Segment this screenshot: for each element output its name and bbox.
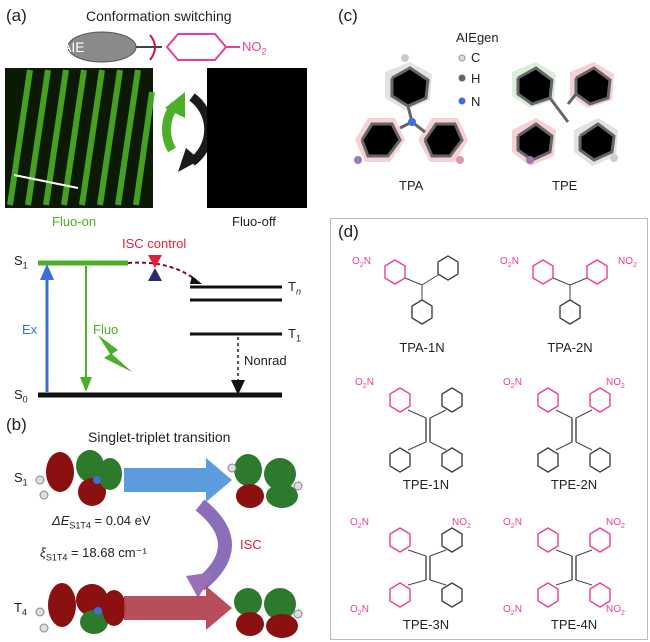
singlet-triplet-title: Singlet-triplet transition bbox=[88, 429, 231, 445]
aie-label: AIE bbox=[62, 39, 85, 55]
s0-label: S0 bbox=[14, 387, 28, 405]
rotation-arrow bbox=[149, 34, 156, 61]
ex-arrow bbox=[40, 264, 54, 280]
d-no2-label: O2N bbox=[350, 604, 369, 617]
d-no2-label: NO2 bbox=[606, 517, 625, 530]
n-pi-arrow bbox=[124, 458, 232, 502]
s1-label: S1 bbox=[14, 253, 28, 271]
tpe-3n-label: TPE-3N bbox=[402, 617, 450, 632]
s1-orbital-right bbox=[227, 454, 303, 508]
isc-label: ISC bbox=[240, 537, 262, 552]
b-t4-label: T4 bbox=[14, 600, 27, 618]
d-no2-label: NO2 bbox=[606, 604, 625, 617]
n-pi-label: n→π* bbox=[156, 448, 185, 460]
fluo-off-label: Fluo-off bbox=[232, 214, 276, 229]
isc-valve-bottom bbox=[148, 268, 162, 281]
isc-control-label: ISC control bbox=[122, 236, 187, 251]
d-no2-label: O2N bbox=[355, 377, 374, 390]
d-no2-label: O2N bbox=[350, 517, 369, 530]
t4-orbital-left bbox=[35, 583, 126, 634]
panel-d-label: (d) bbox=[338, 222, 359, 241]
panel-a-label: (a) bbox=[6, 6, 27, 25]
tpe-1n-label: TPE-1N bbox=[402, 477, 450, 492]
tpa-1n-label: TPA-1N bbox=[399, 340, 445, 355]
legend-c-dot bbox=[458, 54, 466, 62]
xi-value: ξS1T4 = 18.68 cm⁻¹ bbox=[40, 545, 147, 563]
fluo-off-image bbox=[207, 68, 307, 208]
d-no2-label: O2N bbox=[500, 256, 519, 269]
tpe-2n-structure bbox=[537, 387, 611, 473]
tpe-3n-structure bbox=[389, 527, 463, 608]
fluo-arrow bbox=[80, 377, 92, 392]
tpa-1n-structure bbox=[384, 255, 459, 325]
isc-valve-top bbox=[148, 255, 162, 268]
d-no2-label: NO2 bbox=[606, 377, 625, 390]
tpe-label: TPE bbox=[552, 178, 578, 193]
d-no2-label: NO2 bbox=[618, 256, 637, 269]
fluo-label: Fluo bbox=[93, 322, 119, 337]
legend-c-label: C bbox=[471, 50, 481, 65]
nonrad-arrow bbox=[231, 380, 245, 395]
pi-pi-label: π→π* bbox=[150, 572, 181, 584]
d-no2-label: O2N bbox=[503, 517, 522, 530]
nonrad-label: Nonrad bbox=[244, 353, 287, 368]
legend-h-label: H bbox=[471, 71, 481, 86]
tpa-model bbox=[354, 54, 468, 164]
d-no2-label: NO2 bbox=[452, 517, 471, 530]
legend-h-dot bbox=[458, 74, 466, 82]
aiegen-legend-title: AIEgen bbox=[456, 30, 499, 45]
panel-d-border bbox=[330, 218, 648, 640]
conformation-switching-title: Conformation switching bbox=[86, 8, 232, 24]
panel-c-label: (c) bbox=[338, 6, 358, 25]
scale-bar bbox=[13, 174, 79, 189]
tpe-2n-label: TPE-2N bbox=[550, 477, 598, 492]
b-s1-label: S1 bbox=[14, 470, 28, 488]
legend-n-label: N bbox=[471, 94, 481, 109]
d-no2-label: O2N bbox=[503, 377, 522, 390]
lightning-icon bbox=[98, 335, 132, 372]
tpa-2n-label: TPA-2N bbox=[547, 340, 593, 355]
tpe-4n-label: TPE-4N bbox=[550, 617, 598, 632]
tpe-model bbox=[512, 62, 618, 166]
isc-dashed-arrow bbox=[127, 261, 197, 281]
d-no2-label: O2N bbox=[503, 604, 522, 617]
delta-e-value: ΔES1T4 = 0.04 eV bbox=[52, 513, 151, 531]
legend-n-dot bbox=[458, 97, 466, 105]
ex-label: Ex bbox=[22, 322, 38, 337]
pi-pi-arrow bbox=[124, 586, 232, 630]
tpe-4n-structure bbox=[537, 527, 611, 608]
tpa-2n-structure bbox=[532, 259, 608, 325]
tpe-1n-structure bbox=[389, 387, 463, 473]
tpa-label: TPA bbox=[399, 178, 424, 193]
no2-label: NO2 bbox=[242, 39, 267, 57]
t1-label: T1 bbox=[288, 326, 301, 344]
fluo-on-label: Fluo-on bbox=[52, 214, 97, 229]
t4-orbital-right bbox=[234, 588, 303, 638]
panel-b-label: (b) bbox=[6, 415, 27, 434]
tn-label: Tn bbox=[288, 279, 301, 297]
d-no2-label: O2N bbox=[352, 256, 371, 269]
s1-orbital-left bbox=[35, 450, 122, 506]
